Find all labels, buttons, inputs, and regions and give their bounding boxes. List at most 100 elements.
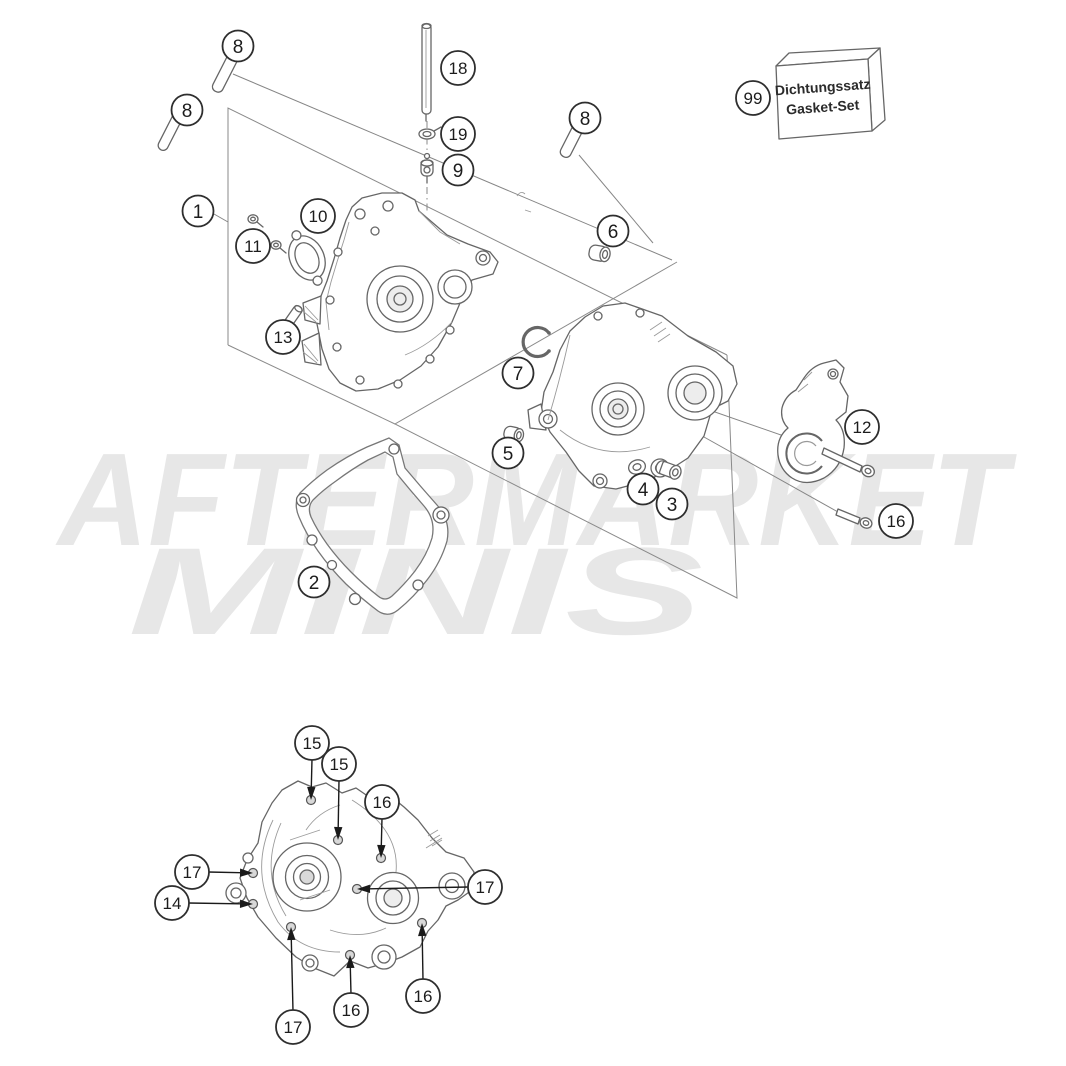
bracket-bolt-16-b — [835, 508, 873, 529]
gasket-set-box: Dichtungssatz Gasket-Set — [774, 47, 886, 140]
arrow-7 — [346, 955, 355, 995]
callout-circle-16 — [878, 503, 914, 539]
callout-7: 7 — [501, 356, 535, 390]
callout-label-17: 17 — [284, 1018, 303, 1037]
callout-circle-19 — [440, 116, 476, 152]
callout-circle-3 — [655, 487, 689, 521]
callout-label-8: 8 — [182, 101, 193, 122]
arrow-8 — [418, 923, 427, 981]
callout-label-15: 15 — [303, 734, 322, 753]
callout-circle-16 — [333, 992, 369, 1028]
callout-circle-6 — [596, 214, 630, 248]
callout-circle-17 — [467, 869, 503, 905]
callout-label-19: 19 — [449, 125, 468, 144]
gasket-box-front-face — [775, 58, 873, 140]
callout-circle-14 — [154, 885, 190, 921]
callout-8: 8 — [568, 101, 602, 135]
engine-bracket-12 — [777, 359, 849, 484]
callout-8: 8 — [170, 93, 204, 127]
callout-circle-7 — [501, 356, 535, 390]
callout-circle-11 — [235, 228, 271, 264]
sheet-outlines — [227, 107, 738, 599]
watermark-line1: AFTERMARKET — [55, 426, 1017, 573]
callout-circle-17 — [174, 854, 210, 890]
gasket-box-label-de: Dichtungssatz — [774, 76, 871, 99]
callout-label-6: 6 — [608, 222, 619, 243]
callout-1: 1 — [181, 194, 215, 228]
callout-9: 9 — [441, 153, 475, 187]
callout-16: 16 — [405, 978, 441, 1014]
callout-circle-18 — [440, 50, 476, 86]
callout-label-3: 3 — [667, 495, 678, 516]
callout-8: 8 — [221, 29, 255, 63]
callout-label-18: 18 — [449, 59, 468, 78]
sheet-left-bottom — [227, 344, 396, 425]
small-gasket-10 — [288, 230, 326, 286]
callout-circle-17 — [275, 1009, 311, 1045]
callout-10: 10 — [300, 198, 336, 234]
callout-4: 4 — [626, 472, 660, 506]
callout-circle-13 — [265, 319, 301, 355]
callout-label-1: 1 — [193, 202, 204, 223]
gasket-box-label-en: Gasket-Set — [786, 96, 860, 117]
callout-16: 16 — [364, 784, 400, 820]
callout-14: 14 — [154, 885, 190, 921]
callout-circle-12 — [844, 409, 880, 445]
arrow-1 — [334, 779, 343, 840]
leader-callout-1 — [213, 213, 229, 223]
callout-label-16: 16 — [414, 987, 433, 1006]
callout-11: 11 — [235, 228, 271, 264]
assembled-case-bottom — [225, 780, 475, 977]
arrow-5 — [357, 884, 470, 893]
callout-circle-8 — [170, 93, 204, 127]
crankcase-right-half — [527, 302, 738, 490]
callout-6: 6 — [596, 214, 630, 248]
crankcase-left-half — [301, 192, 499, 392]
callout-circle-16 — [405, 978, 441, 1014]
callout-16: 16 — [333, 992, 369, 1028]
callout-label-15: 15 — [330, 755, 349, 774]
callout-label-17: 17 — [183, 863, 202, 882]
oil-dipstick-18 — [421, 22, 432, 122]
callout-label-2: 2 — [309, 573, 320, 594]
arrow-2 — [377, 817, 386, 858]
callout-label-16: 16 — [887, 512, 906, 531]
callout-label-13: 13 — [274, 328, 293, 347]
callout-17: 17 — [467, 869, 503, 905]
screw-11-a — [247, 214, 264, 228]
callout-label-99: 99 — [744, 89, 763, 108]
callout-circle-15 — [321, 746, 357, 782]
callout-2: 2 — [297, 565, 331, 599]
arrow-0 — [307, 758, 316, 800]
arrow-4 — [187, 899, 253, 908]
callout-15: 15 — [294, 725, 330, 761]
arrow-3 — [207, 868, 253, 877]
callout-18: 18 — [440, 50, 476, 86]
stray-mark-a — [516, 191, 526, 197]
callout-label-8: 8 — [580, 109, 591, 130]
callout-label-17: 17 — [476, 878, 495, 897]
callout-17: 17 — [174, 854, 210, 890]
callout-circle-16 — [364, 784, 400, 820]
callout-5: 5 — [491, 436, 525, 470]
watermark: AFTERMARKET MINIS — [55, 426, 1017, 661]
leader-pin8-right — [578, 154, 654, 244]
callout-12: 12 — [844, 409, 880, 445]
clamp-19 — [418, 126, 442, 140]
callout-label-16: 16 — [342, 1001, 361, 1020]
callout-circle-9 — [441, 153, 475, 187]
callout-99: 99 — [735, 80, 771, 116]
center-gasket-2 — [295, 437, 450, 615]
callout-circle-4 — [626, 472, 660, 506]
callout-13: 13 — [265, 319, 301, 355]
stray-mark-b — [524, 209, 532, 213]
bracket-bolt-16-a — [821, 447, 875, 478]
bolt-axis-2 — [703, 436, 839, 513]
callout-16: 16 — [878, 503, 914, 539]
callout-label-9: 9 — [453, 161, 464, 182]
callout-arrows — [187, 758, 470, 1012]
vent-valve-9 — [420, 152, 434, 184]
